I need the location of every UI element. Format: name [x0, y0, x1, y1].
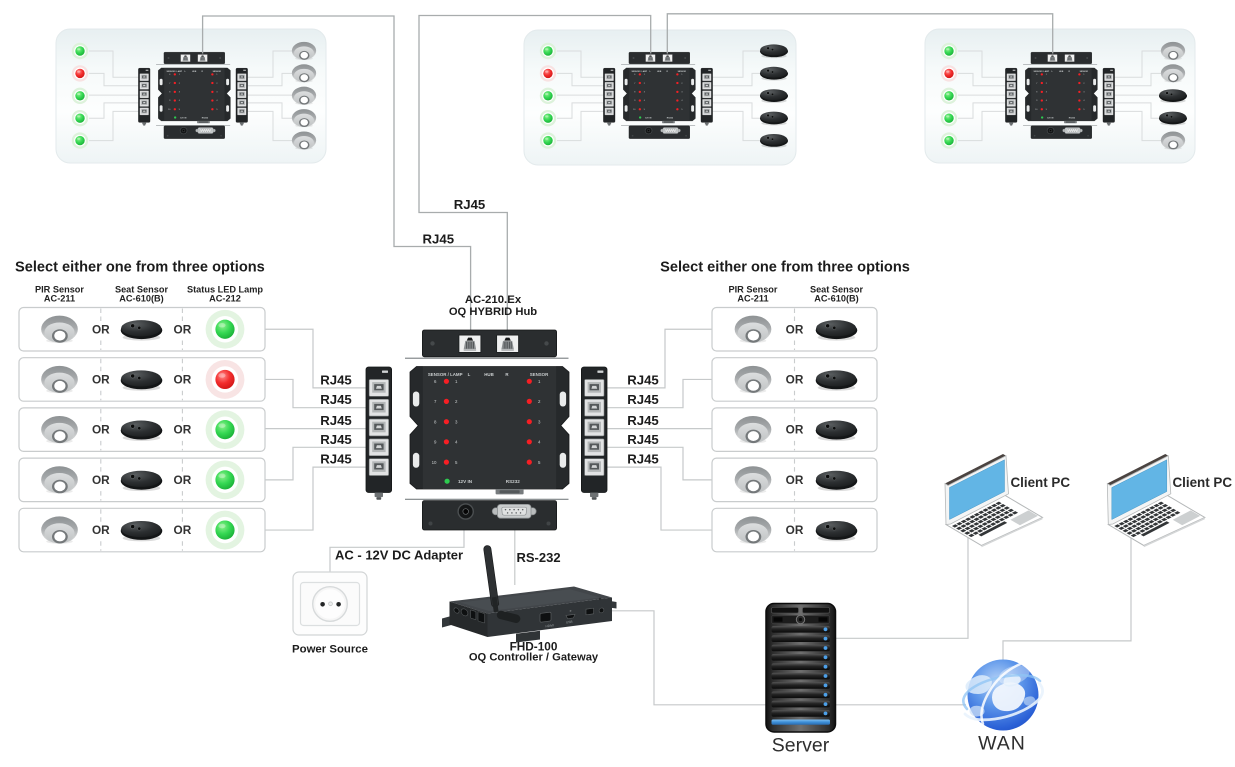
svg-text:Seat Sensor: Seat Sensor — [810, 285, 864, 295]
svg-text:OQ HYBRID Hub: OQ HYBRID Hub — [449, 306, 537, 318]
svg-text:OR: OR — [174, 473, 192, 487]
svg-text:RJ45: RJ45 — [320, 413, 352, 428]
svg-text:OR: OR — [174, 372, 192, 386]
svg-text:RJ45: RJ45 — [320, 432, 352, 447]
svg-text:RJ45: RJ45 — [627, 372, 659, 387]
svg-text:AC-211: AC-211 — [44, 294, 75, 304]
svg-text:OR: OR — [92, 372, 110, 386]
svg-text:AC - 12V DC Adapter: AC - 12V DC Adapter — [335, 548, 463, 563]
svg-text:Select either one from three o: Select either one from three options — [15, 260, 265, 276]
svg-text:RJ45: RJ45 — [320, 372, 352, 387]
svg-text:Select either one from three o: Select either one from three options — [660, 260, 910, 276]
svg-text:OR: OR — [174, 423, 192, 437]
svg-text:AC-212: AC-212 — [209, 294, 241, 304]
svg-text:OQ Controller / Gateway: OQ Controller / Gateway — [469, 652, 599, 664]
svg-text:WAN: WAN — [978, 733, 1026, 755]
svg-text:OR: OR — [786, 322, 804, 336]
svg-text:RJ45: RJ45 — [627, 432, 659, 447]
svg-text:HDMI: HDMI — [546, 623, 554, 628]
svg-text:Status LED Lamp: Status LED Lamp — [187, 285, 263, 295]
svg-text:OR: OR — [92, 473, 110, 487]
svg-text:RJ45: RJ45 — [454, 197, 486, 212]
svg-text:RJ45: RJ45 — [423, 232, 455, 247]
svg-text:PIR Sensor: PIR Sensor — [35, 285, 84, 295]
svg-text:OR: OR — [174, 322, 192, 336]
svg-text:RJ45: RJ45 — [627, 413, 659, 428]
svg-text:AC-610(B): AC-610(B) — [814, 294, 858, 304]
svg-text:USB: USB — [566, 620, 573, 625]
svg-text:Power Source: Power Source — [292, 644, 368, 656]
svg-text:Seat Sensor: Seat Sensor — [115, 285, 169, 295]
svg-text:OR: OR — [174, 523, 192, 537]
svg-text:PIR Sensor: PIR Sensor — [728, 285, 777, 295]
svg-text:AC-211: AC-211 — [737, 294, 768, 304]
svg-text:Server: Server — [772, 735, 830, 757]
svg-text:RJ45: RJ45 — [320, 452, 352, 467]
svg-text:OR: OR — [92, 523, 110, 537]
svg-text:Client PC: Client PC — [1173, 475, 1233, 490]
svg-text:AC-610(B): AC-610(B) — [119, 294, 163, 304]
svg-text:Client PC: Client PC — [1011, 475, 1071, 490]
svg-text:OR: OR — [786, 372, 804, 386]
svg-text:RJ45: RJ45 — [320, 392, 352, 407]
svg-text:OR: OR — [786, 523, 804, 537]
svg-text:AC-210.Ex: AC-210.Ex — [465, 294, 522, 306]
svg-text:OR: OR — [786, 423, 804, 437]
svg-text:OR: OR — [786, 473, 804, 487]
svg-text:OR: OR — [92, 423, 110, 437]
svg-text:RJ45: RJ45 — [627, 392, 659, 407]
svg-text:RJ45: RJ45 — [627, 452, 659, 467]
svg-text:OR: OR — [92, 322, 110, 336]
svg-text:FHD-100: FHD-100 — [510, 640, 558, 654]
svg-text:RS-232: RS-232 — [517, 550, 561, 565]
